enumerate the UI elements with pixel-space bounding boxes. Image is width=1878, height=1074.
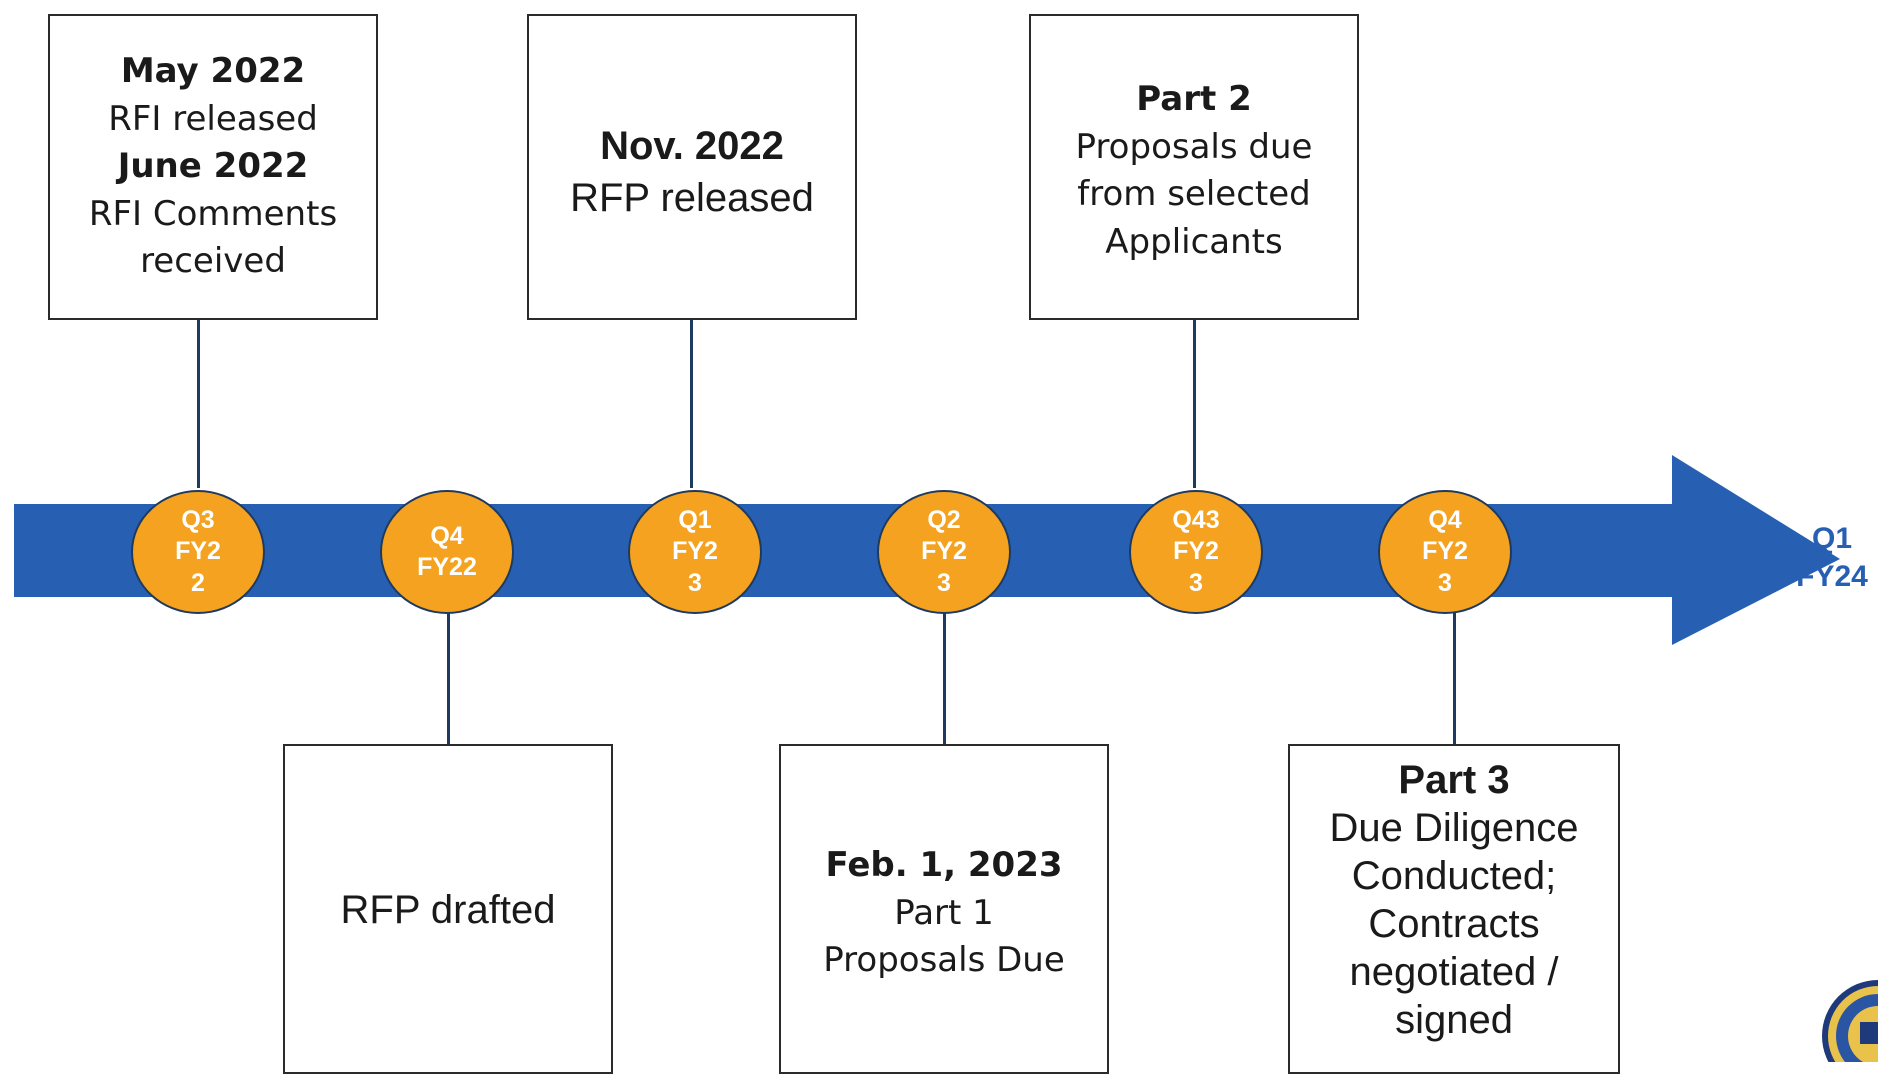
milestone-box-part1: Feb. 1, 2023 Part 1 Proposals Due bbox=[779, 744, 1109, 1074]
box-text: received bbox=[140, 241, 286, 282]
timeline-node-q3-fy22: Q3 FY2 2 bbox=[131, 490, 265, 614]
box-date: May 2022 bbox=[120, 51, 306, 92]
box-text: Part 1 bbox=[894, 892, 994, 933]
connector-line bbox=[1453, 610, 1456, 744]
box-text: from selected bbox=[1077, 174, 1311, 215]
box-text: Proposals Due bbox=[823, 940, 1065, 981]
connector-line bbox=[690, 320, 693, 488]
box-heading: Part 2 bbox=[1136, 79, 1252, 119]
department-seal-logo bbox=[1822, 980, 1878, 1062]
box-text: Conducted; bbox=[1351, 854, 1557, 898]
box-text: Proposals due bbox=[1075, 126, 1313, 167]
box-text: signed bbox=[1395, 998, 1513, 1042]
connector-line bbox=[197, 320, 200, 488]
milestone-box-part3: Part 3 Due Diligence Conducted; Contract… bbox=[1288, 744, 1620, 1074]
box-text: Due Diligence bbox=[1329, 806, 1579, 850]
connector-line bbox=[943, 596, 946, 744]
timeline-node-q4-fy22: Q4 FY22 bbox=[380, 490, 514, 614]
box-heading: Part 3 bbox=[1398, 758, 1510, 802]
box-date: June 2022 bbox=[117, 146, 309, 187]
box-date: Nov. 2022 bbox=[600, 124, 784, 168]
timeline-node-q4-fy23: Q4 FY2 3 bbox=[1378, 490, 1512, 614]
timeline-node-q1-fy23: Q1 FY2 3 bbox=[628, 490, 762, 614]
milestone-box-part2: Part 2 Proposals due from selected Appli… bbox=[1029, 14, 1359, 320]
connector-line bbox=[447, 596, 450, 744]
box-text: RFP drafted bbox=[340, 888, 556, 932]
milestone-box-rfi: May 2022 RFI released June 2022 RFI Comm… bbox=[48, 14, 378, 320]
timeline-end-label: Q1 FY24 bbox=[1796, 522, 1868, 593]
box-text: Applicants bbox=[1105, 221, 1283, 262]
box-text: negotiated / bbox=[1349, 950, 1559, 994]
box-text: RFP released bbox=[570, 176, 814, 220]
box-text: Contracts bbox=[1368, 902, 1540, 946]
connector-line bbox=[1193, 320, 1196, 488]
timeline-node-q2-fy23: Q2 FY2 3 bbox=[877, 490, 1011, 614]
milestone-box-rfp-drafted: RFP drafted bbox=[283, 744, 613, 1074]
box-text: RFI Comments bbox=[88, 193, 338, 234]
milestone-box-rfp-released: Nov. 2022 RFP released bbox=[527, 14, 857, 320]
timeline-node-q3-fy23: Q43 FY2 3 bbox=[1129, 490, 1263, 614]
box-text: RFI released bbox=[108, 98, 318, 139]
box-date: Feb. 1, 2023 bbox=[825, 845, 1063, 885]
